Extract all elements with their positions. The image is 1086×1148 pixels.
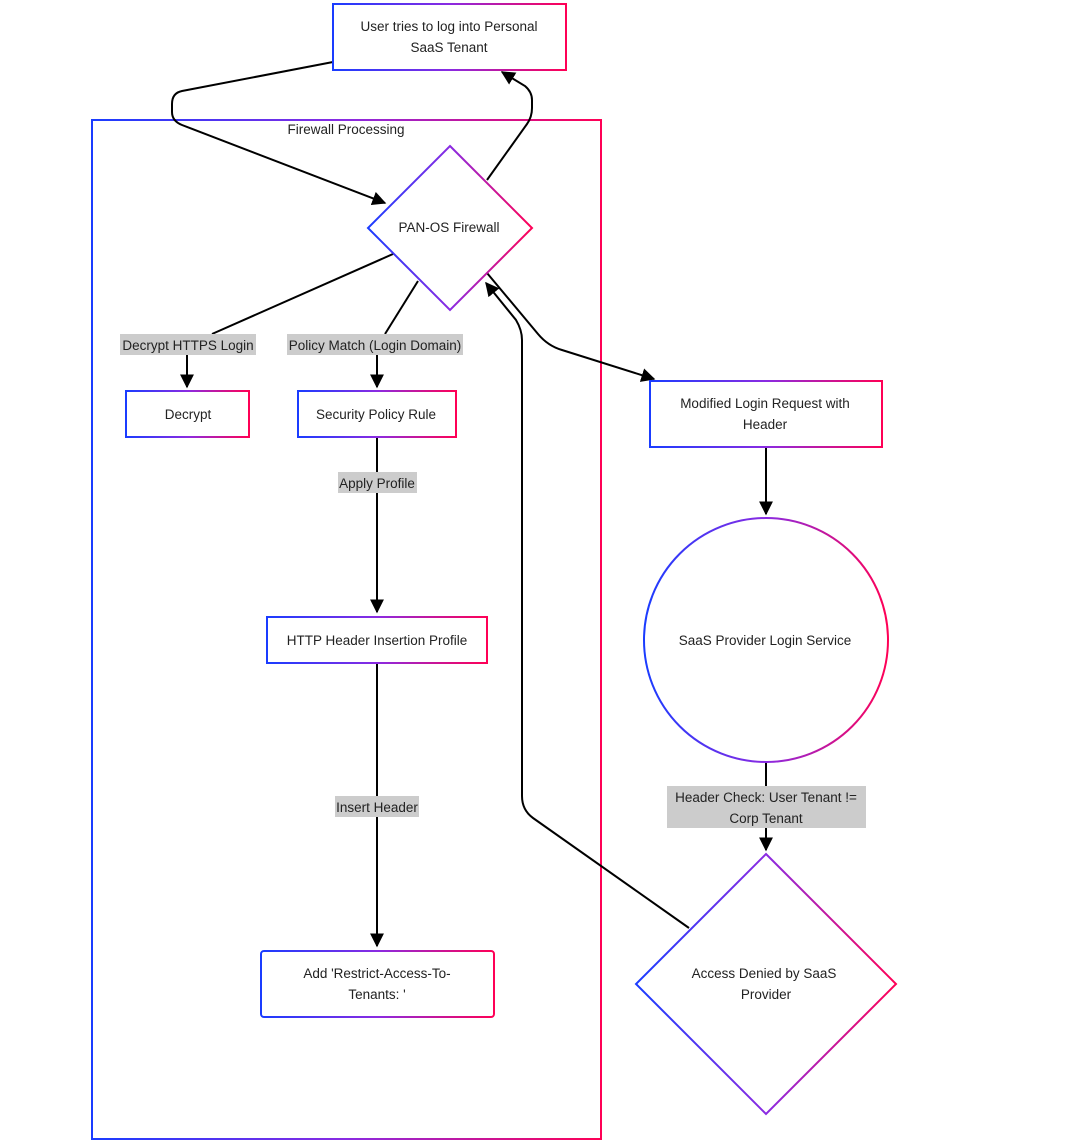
edge-label-policy-match: Policy Match (Login Domain) bbox=[289, 338, 462, 353]
edge-firewall-to-user bbox=[486, 71, 533, 181]
edge-denied-to-firewall bbox=[485, 281, 690, 929]
node-user-login: User tries to log into Personal SaaS Ten… bbox=[332, 3, 567, 71]
node-security-rule-label: Security Policy Rule bbox=[316, 407, 436, 422]
node-user-login-line2: SaaS Tenant bbox=[410, 40, 487, 55]
node-header-profile-label: HTTP Header Insertion Profile bbox=[287, 633, 468, 648]
node-firewall-label: PAN-OS Firewall bbox=[398, 220, 499, 235]
edge-firewall-to-decrypt bbox=[211, 253, 394, 335]
edge-firewall-to-rule bbox=[384, 280, 419, 335]
node-add-header: Add 'Restrict-Access-To- Tenants: ' bbox=[260, 950, 495, 1018]
edge-labels: Decrypt HTTPS Login Policy Match (Login … bbox=[120, 334, 866, 828]
node-access-denied-line1: Access Denied by SaaS bbox=[692, 966, 837, 981]
edge-label-apply-profile: Apply Profile bbox=[339, 476, 415, 491]
node-decrypt: Decrypt bbox=[125, 390, 250, 438]
node-decrypt-label: Decrypt bbox=[165, 407, 212, 422]
node-header-profile: HTTP Header Insertion Profile bbox=[266, 616, 488, 664]
edge-label-header-check-2: Corp Tenant bbox=[729, 811, 803, 826]
node-modified-request-line2: Header bbox=[743, 417, 788, 432]
node-access-denied: Access Denied by SaaS Provider bbox=[634, 852, 898, 1116]
node-saas-service-label: SaaS Provider Login Service bbox=[679, 633, 852, 648]
node-modified-request: Modified Login Request with Header bbox=[649, 380, 883, 448]
edge-firewall-to-request bbox=[486, 272, 656, 382]
node-security-rule: Security Policy Rule bbox=[297, 390, 457, 438]
node-firewall: PAN-OS Firewall bbox=[366, 144, 534, 312]
node-saas-service: SaaS Provider Login Service bbox=[643, 517, 889, 763]
node-modified-request-line1: Modified Login Request with bbox=[680, 396, 850, 411]
node-add-header-line1: Add 'Restrict-Access-To- bbox=[303, 966, 450, 981]
edge-user-to-firewall bbox=[171, 61, 387, 206]
node-user-login-line1: User tries to log into Personal bbox=[360, 19, 537, 34]
edge-label-decrypt-https: Decrypt HTTPS Login bbox=[122, 338, 253, 353]
node-add-header-line2: Tenants: ' bbox=[348, 987, 405, 1002]
edge-label-insert-header: Insert Header bbox=[336, 800, 418, 815]
firewall-processing-cluster: Firewall Processing bbox=[91, 119, 602, 1140]
edge-label-header-check-1: Header Check: User Tenant != bbox=[675, 790, 857, 805]
node-access-denied-line2: Provider bbox=[741, 987, 792, 1002]
cluster-title: Firewall Processing bbox=[287, 122, 404, 137]
